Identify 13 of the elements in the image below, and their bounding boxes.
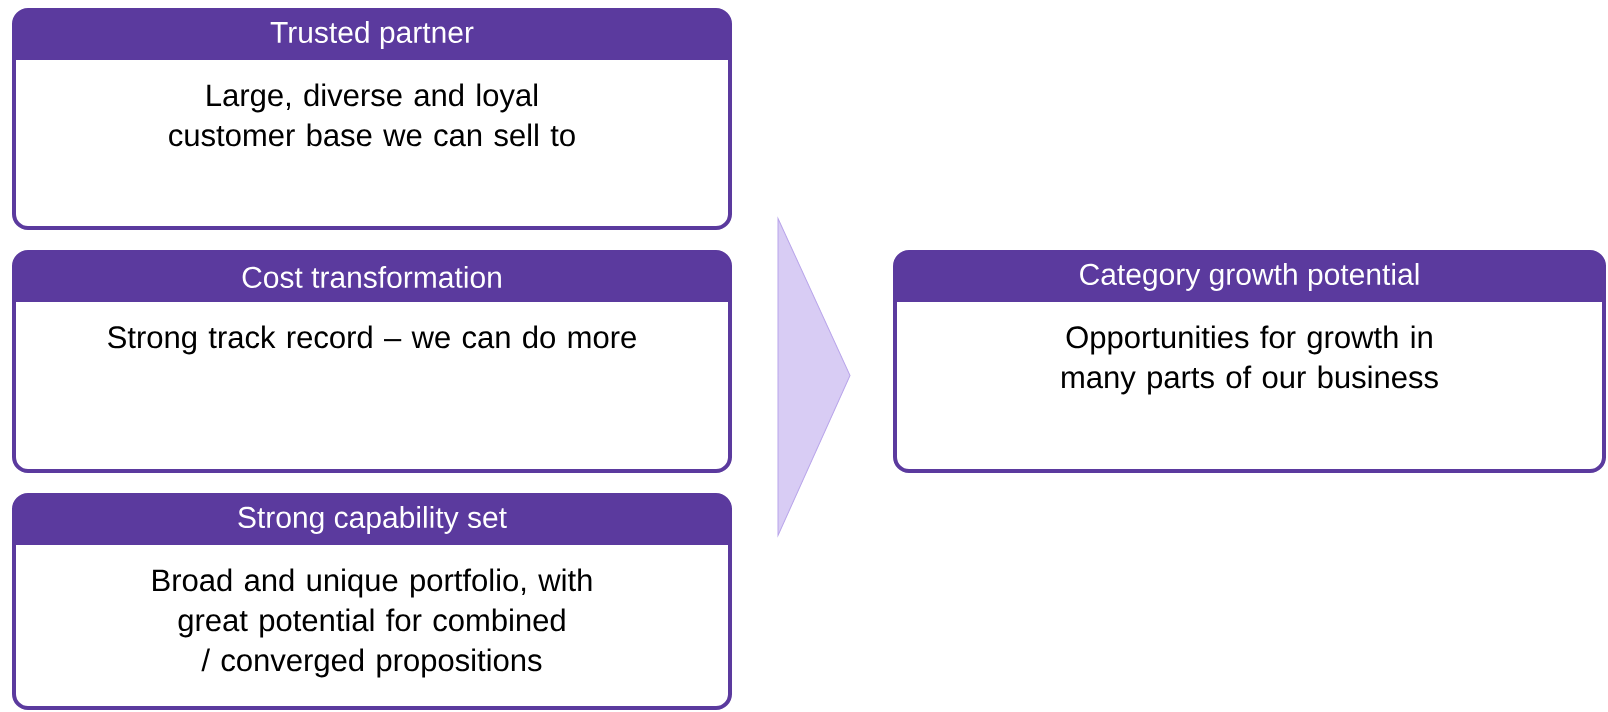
card-text: Opportunities for growth in many parts of our business [1062,325,1438,395]
card-heading: Strong capability set [238,506,507,534]
titled-card [12,250,732,473]
card-text: Broad and unique portfolio, with great potential for combined / converged propositions [153,568,592,678]
titled-card [12,8,732,230]
chevron-arrow [777,218,851,536]
card-text: Large, diverse and loyal customer base we can sell to [169,83,575,147]
card-heading: Category growth potential [1080,263,1419,291]
card-heading: Cost transformation [242,266,501,288]
card-text: Strong track record – we can do more [108,325,636,355]
titled-card [893,250,1606,473]
titled-card [12,493,732,710]
card-heading: Trusted partner [270,21,474,49]
